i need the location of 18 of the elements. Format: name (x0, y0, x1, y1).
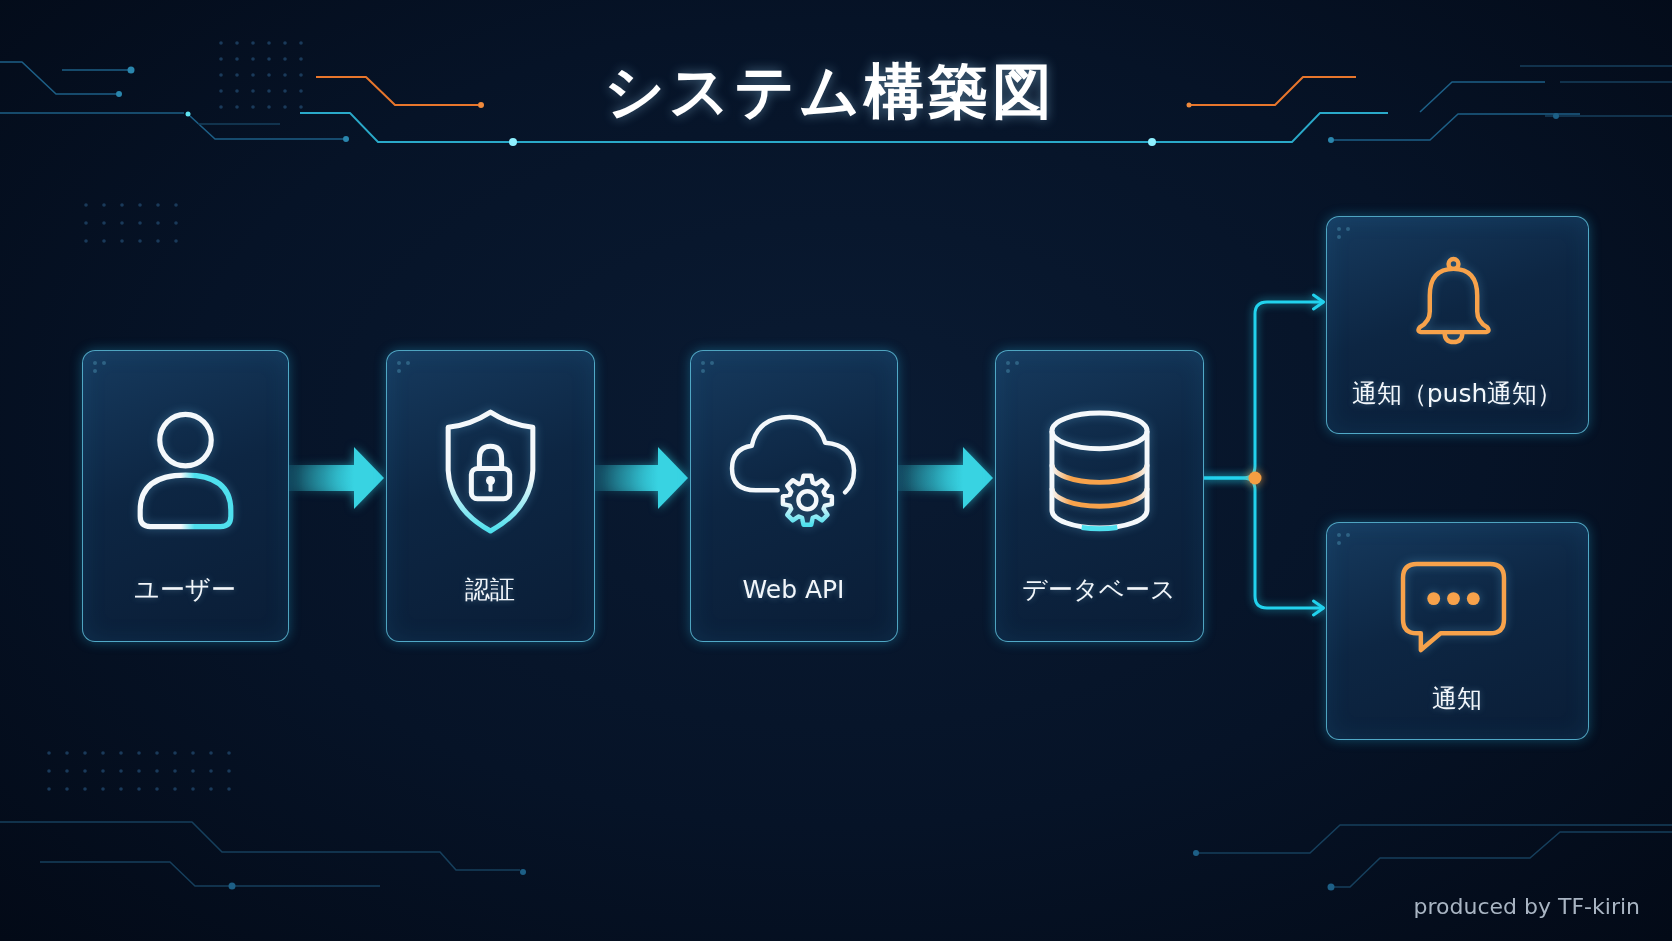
block-arrow (898, 447, 993, 509)
card (1326, 216, 1589, 434)
arrow (1204, 476, 1325, 617)
card (386, 350, 595, 642)
card (1326, 522, 1589, 740)
card (82, 350, 289, 642)
title: システム構築図 (604, 59, 1056, 123)
card-label: 認証 (465, 574, 515, 605)
card-label: 通知 (1432, 683, 1482, 714)
card-label: Web API (742, 574, 845, 605)
credit-text: produced by TF-kirin (1413, 894, 1640, 920)
card-label: ユーザー (134, 574, 236, 605)
card-label: データベース (1022, 574, 1176, 605)
card-label: 通知（push通知） (1351, 378, 1563, 409)
block-arrow (289, 447, 384, 509)
block-arrow (595, 447, 688, 509)
card (690, 350, 898, 642)
card (995, 350, 1204, 642)
